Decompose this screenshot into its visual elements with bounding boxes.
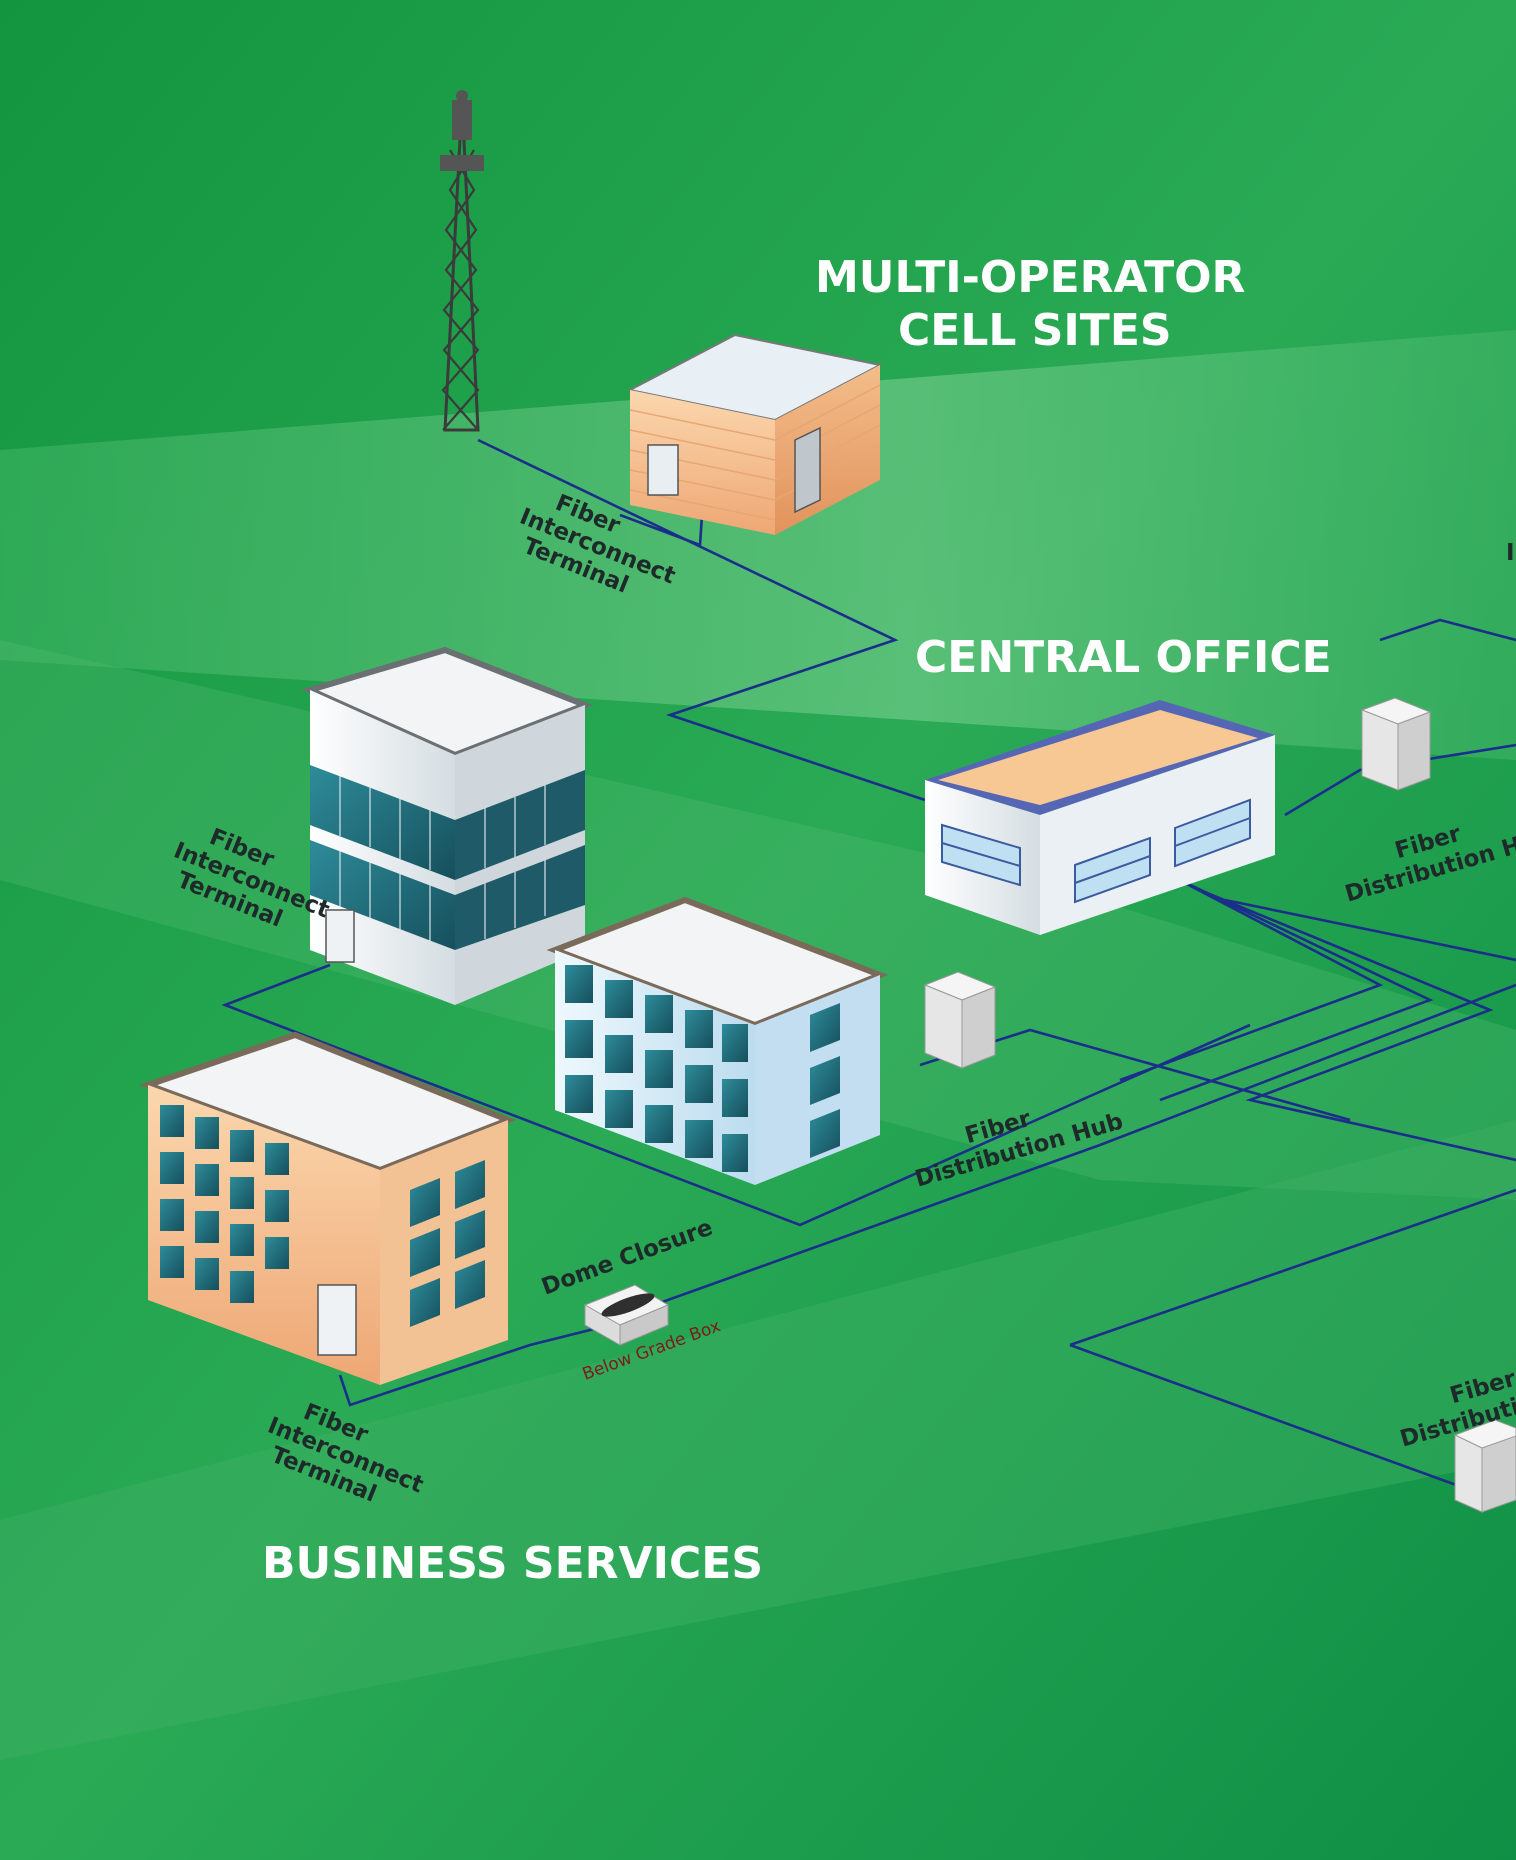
fdh-cabinet-right (1360, 697, 1432, 791)
tan-office-building (138, 1031, 517, 1385)
central-office-building (925, 700, 1275, 935)
dome-closure-box (583, 1284, 670, 1346)
cell-sites-heading-line1: MULTI-OPERATOR (815, 252, 1245, 303)
light-band-lower (0, 1120, 1516, 1760)
central-office-heading: CENTRAL OFFICE (915, 632, 1332, 683)
cell-tower (440, 90, 484, 432)
tan-office-windows (160, 1105, 485, 1327)
blue-office-windows (565, 965, 840, 1172)
cell-site-shelter (627, 333, 883, 535)
fiber-lines (221, 438, 1516, 1492)
business-services-heading: BUSINESS SERVICES (262, 1538, 763, 1589)
light-band-upper (0, 330, 1516, 760)
cutoff-label-fragment: I (1506, 540, 1515, 566)
cell-sites-heading-line2: CELL SITES (898, 305, 1172, 356)
tall-office-building (301, 646, 594, 1005)
fdh-cabinet-bottom-right (1453, 1419, 1516, 1513)
fdh-cabinet-middle (923, 971, 997, 1069)
blue-office-building (546, 896, 889, 1185)
